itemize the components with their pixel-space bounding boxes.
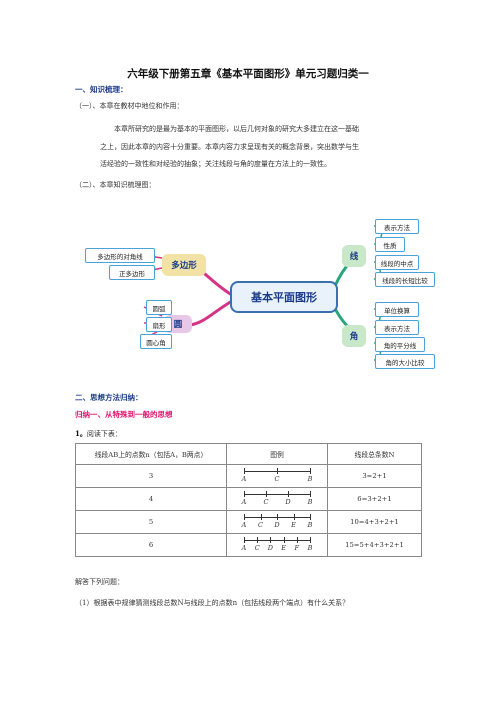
segment-point-label: E	[291, 521, 296, 529]
mindmap-polygon-item: 正多边形	[109, 265, 155, 280]
segment-point-label: D	[274, 521, 280, 529]
induction-heading: 归纳一、从特殊到一般的思想	[75, 410, 173, 419]
cell-n: 4	[75, 487, 227, 511]
section-knowledge-heading: 一、知识梳理：	[75, 85, 128, 94]
segment-point-tick	[244, 537, 245, 543]
mindmap-line-item: 表示方法	[375, 219, 419, 234]
question-number: 1。	[75, 429, 87, 438]
segment-point-label: B	[307, 544, 313, 552]
segment-point-label: A	[241, 544, 247, 552]
mindmap-polygon-node: 多边形	[162, 254, 206, 276]
mindmap-center: 基本平面图形	[230, 281, 338, 313]
page-title: 六年级下册第五章《基本平面图形》单元习题归类一	[127, 68, 369, 80]
mindmap-line-item: 性质	[375, 237, 405, 252]
mindmap-angle-item: 角的平分线	[375, 337, 425, 352]
subheading-role: （一）、本章在教材中地位和作用：	[75, 102, 184, 110]
cell-total: 15=5+4+3+2+1	[327, 533, 422, 557]
segment-point-label: D	[267, 544, 273, 552]
mindmap-angle-item: 单位换算	[375, 302, 419, 317]
mindmap-line-item: 线段的中点	[375, 255, 419, 270]
segment-point-label: B	[307, 498, 313, 506]
paragraph-line-3: 活经验的一致性和对经验的抽象；关注线段与角的度量在方法上的一致性。	[100, 160, 331, 168]
mindmap-line-item: 线段的长短比较	[375, 272, 435, 287]
segment-point-tick	[266, 491, 267, 497]
segment-point-label: C	[263, 498, 269, 506]
section-methods-heading: 二、思想方法归纳：	[75, 393, 143, 402]
header-total: 线段总条数N	[327, 443, 422, 465]
mindmap-angle-item: 角的大小比较	[375, 354, 435, 369]
segment-point-tick	[270, 537, 272, 543]
cell-n: 3	[75, 464, 227, 488]
cell-n: 6	[75, 533, 227, 557]
table-row: 5 A C D E B 10=4+3+2+1	[75, 510, 422, 534]
table-row: 3 A C B 3=2+1	[75, 464, 422, 488]
subheading-mindmap: （二）、本章知识梳理图：	[75, 181, 156, 189]
segment-point-tick	[310, 537, 311, 543]
mindmap-circle-item: 扇形	[146, 317, 172, 332]
segment-point-tick	[277, 468, 278, 474]
segment-point-tick	[244, 491, 245, 497]
segment-point-label: A	[241, 498, 247, 506]
segment-point-label: F	[294, 544, 300, 552]
segment-point-label: A	[241, 475, 247, 483]
segment-point-tick	[277, 514, 278, 520]
segment-point-tick	[257, 537, 259, 543]
header-points: 线段AB上的点数n（包括A，B两点）	[75, 443, 227, 465]
knowledge-mindmap: 基本平面图形 多边形 多边形的对角线 正多边形 圆 圆弧 扇形 圆心角 线 表示…	[82, 213, 472, 373]
segment-point-tick	[244, 514, 245, 520]
segment-point-label: B	[307, 521, 313, 529]
segment-point-tick	[244, 468, 245, 474]
mindmap-angle-item: 表示方法	[375, 320, 419, 335]
table-header-row: 线段AB上的点数n（包括A，B两点） 图例 线段总条数N	[75, 443, 422, 465]
segment-point-label: C	[254, 544, 260, 552]
segment-point-tick	[260, 514, 262, 520]
question-1-part-1: （1）根据表中规律猜测线段总数N与线段上的点数n（包括线段两个端点）有什么关系？	[75, 599, 350, 607]
question-1: 1。阅读下表：	[75, 429, 122, 439]
cell-n: 5	[75, 510, 227, 534]
segment-point-tick	[293, 514, 295, 520]
segment-point-tick	[310, 468, 311, 474]
cell-total: 10=4+3+2+1	[327, 510, 422, 534]
paragraph-line-2: 之上，因此本章的内容十分重要。本章内容力求呈现有关的概念背景，突出数学与生	[100, 143, 359, 151]
paragraph-line-1: 本章所研究的是最为基本的平面图形，以后几何对象的研究大多建立在这一基础	[114, 125, 359, 133]
mindmap-angle-node: 角	[342, 325, 366, 347]
mindmap-line-node: 线	[342, 245, 366, 267]
segment-point-label: B	[307, 475, 313, 483]
answer-intro: 解答下列问题：	[75, 578, 124, 586]
cell-total: 3=2+1	[327, 464, 422, 488]
segment-point-tick	[310, 491, 311, 497]
segment-point-tick	[283, 537, 285, 543]
segment-point-label: D	[285, 498, 291, 506]
mindmap-circle-item: 圆弧	[146, 300, 172, 315]
segment-point-tick	[296, 537, 298, 543]
cell-total: 6=3+2+1	[327, 487, 422, 511]
connector-circle	[189, 299, 233, 327]
segment-point-label: A	[241, 521, 247, 529]
segment-point-tick	[288, 491, 289, 497]
segment-point-label: C	[258, 521, 263, 529]
segment-point-tick	[310, 514, 311, 520]
mindmap-circle-item: 圆心角	[140, 334, 172, 349]
header-diagram: 图例	[226, 443, 328, 465]
question-text: 阅读下表：	[86, 430, 122, 438]
mindmap-polygon-item: 多边形的对角线	[85, 248, 155, 263]
segment-point-label: C	[274, 475, 280, 483]
segment-point-label: E	[281, 544, 286, 552]
table-row: 4 A C D B 6=3+2+1	[75, 487, 422, 511]
